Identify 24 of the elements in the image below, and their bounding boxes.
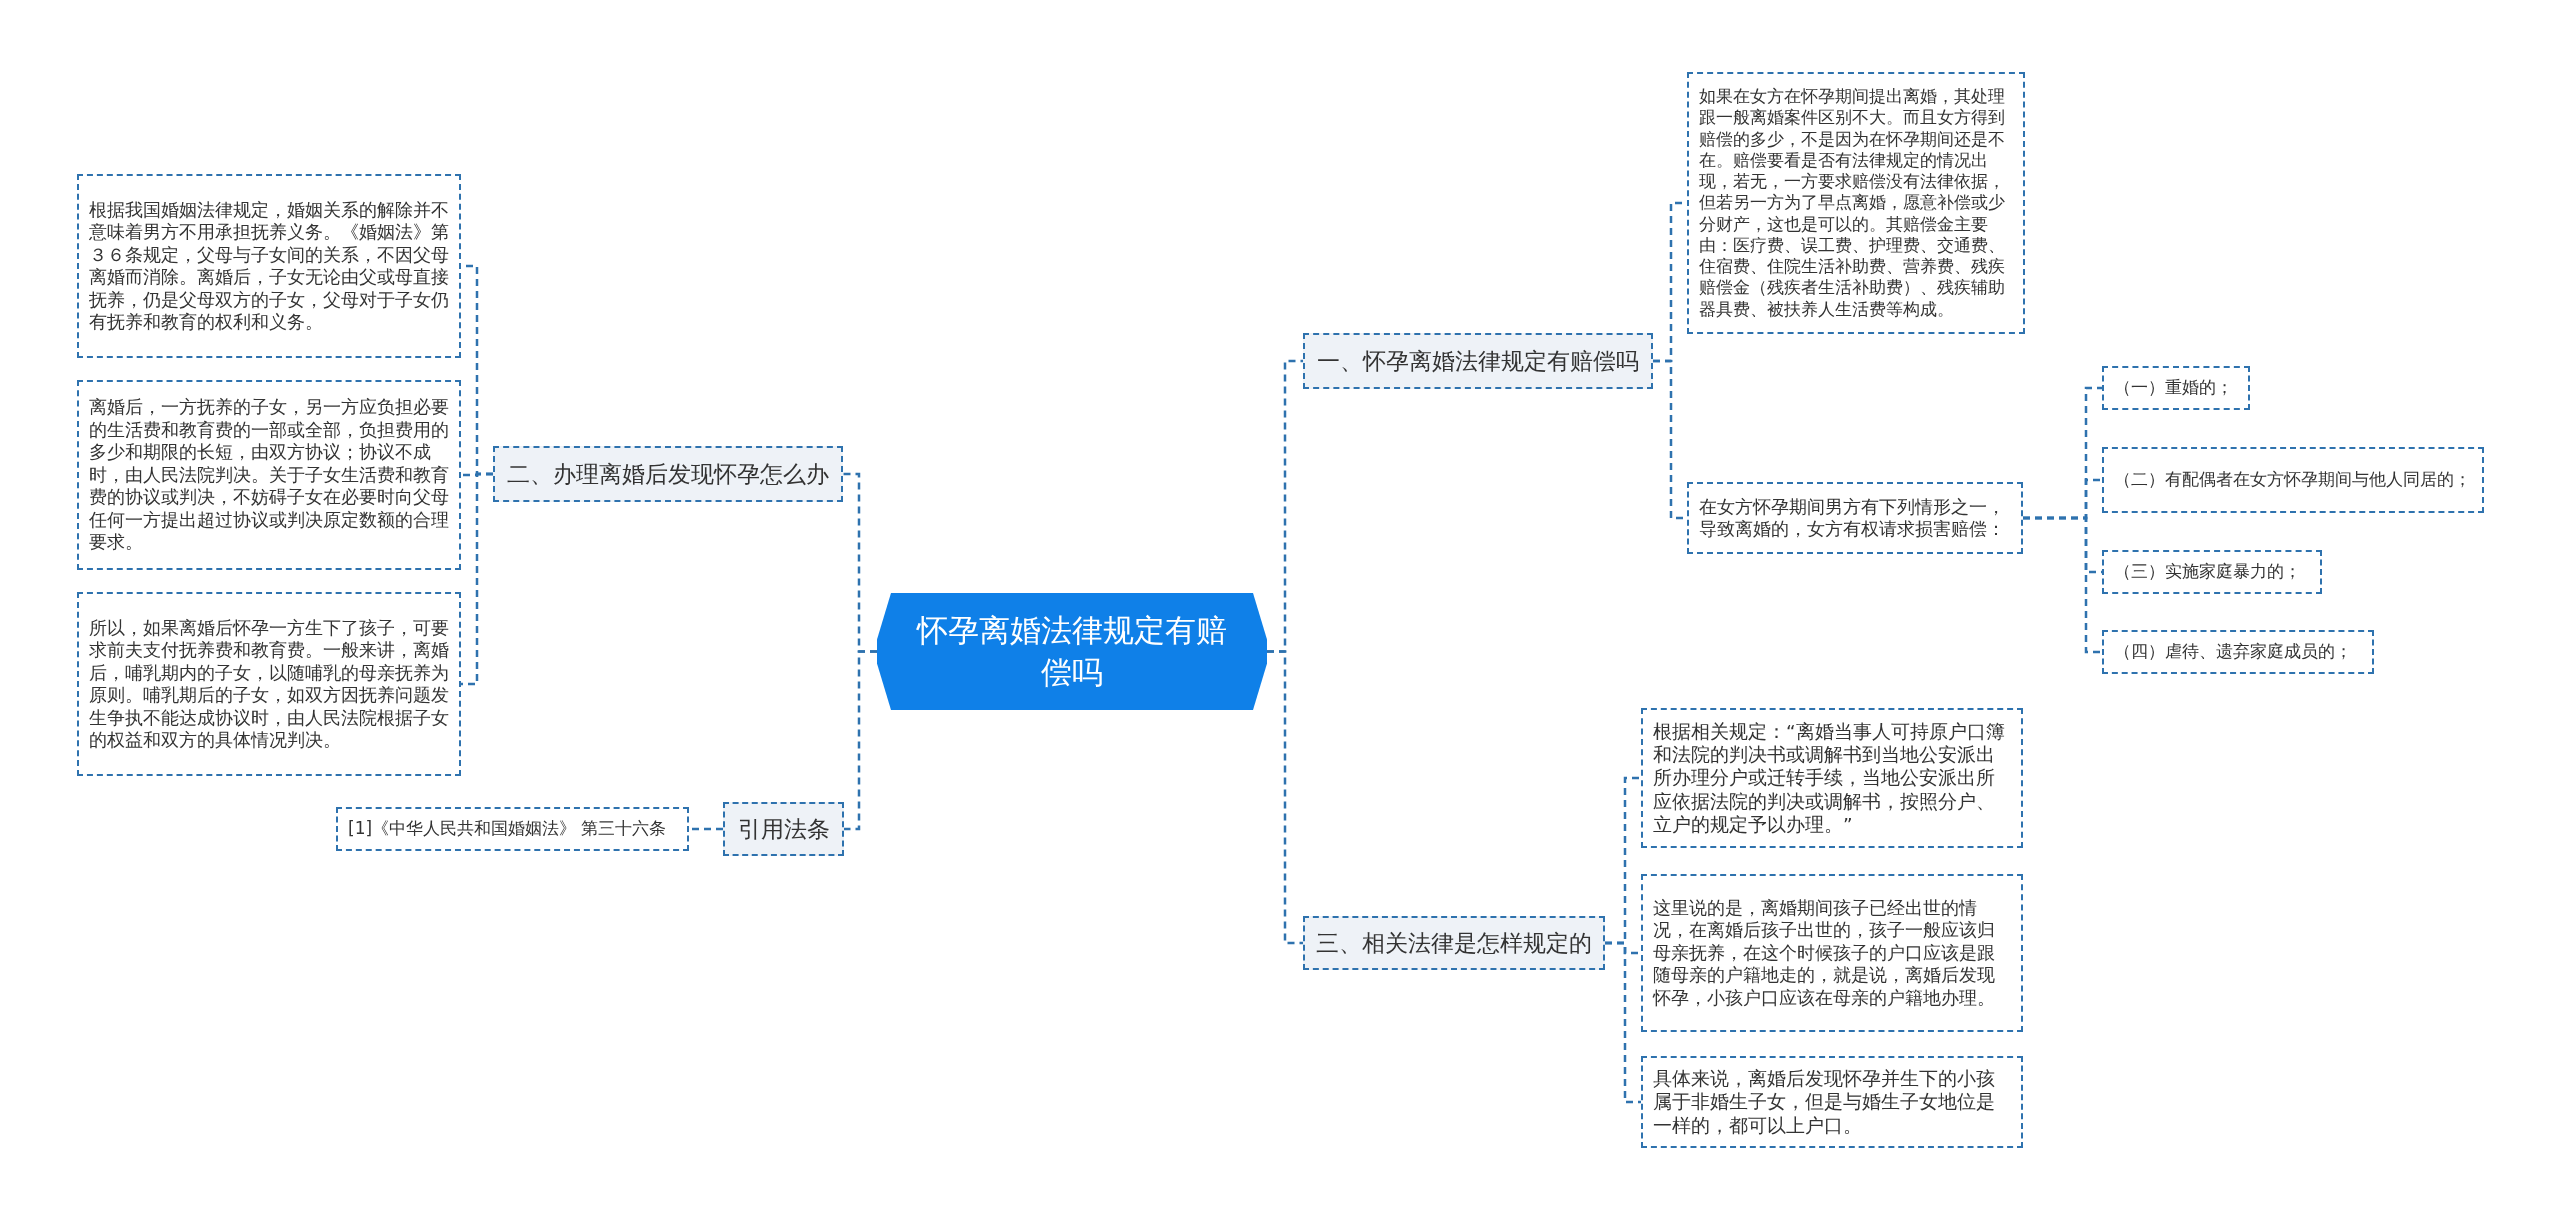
note-box: [1]《中华人民共和国婚姻法》 第三十六条: [336, 807, 689, 851]
connector-line: [461, 472, 493, 686]
central-topic: 怀孕离婚法律规定有赔偿吗: [877, 593, 1267, 710]
note-box: （二）有配偶者在女方怀孕期间与他人同居的；: [2102, 447, 2484, 513]
note-box: 这里说的是，离婚期间孩子已经出世的情况，在离婚后孩子出世的，孩子一般应该归母亲抚养，在这个时候孩子的户口应该是跟随母亲的户籍地走的，就是说，离婚后发现怀孕，小孩户口应该在母亲的户籍地办理。: [1641, 874, 2023, 1032]
topic-box: 引用法条: [723, 802, 844, 856]
note-box: 所以，如果离婚后怀孕一方生下了孩子，可要求前夫支付抚养费和教育费。一般来讲，离婚后，哺乳期内的子女，以随哺乳的母亲抚养为原则。哺乳期后的子女，如双方因抚养问题发生争执不能达成协议时，由人民法院根据子女的权益和双方的具体情况判决。: [77, 592, 461, 776]
note-box: 如果在女方在怀孕期间提出离婚，其处理跟一般离婚案件区别不大。而且女方得到赔偿的多少，不是因为在怀孕期间还是不在。赔偿要看是否有法律规定的情况出现，若无，一方要求赔偿没有法律依据，但若另一方为了早点离婚，愿意补偿或少分财产，这也是可以的。其赔偿金主要由：医疗费、误工费、护理费、交通费、住宿费、住院生活补助费、营养费、残疾赔偿金（残疾者生活补助费）、残疾辅助器具费、被扶养人生活费等构成。: [1687, 72, 2025, 334]
connector-line: [689, 827, 723, 831]
connector-line: [1267, 650, 1303, 945]
note-box: 具体来说，离婚后发现怀孕并生下的小孩属于非婚生子女，但是与婚生子女地位是一样的，都可以上户口。: [1641, 1056, 2023, 1148]
connector-line: [1605, 941, 1641, 1104]
note-box: 离婚后，一方抚养的子女，另一方应负担必要的生活费和教育费的一部或全部，负担费用的多少和期限的长短，由双方协议；协议不成时，由人民法院判决。关于子女生活费和教育费的协议或判决，不妨碍子女在必要时向父母任何一方提出超过协议或判决原定数额的合理要求。: [77, 380, 461, 570]
note-box: 在女方怀孕期间男方有下列情形之一，导致离婚的，女方有权请求损害赔偿：: [1687, 482, 2023, 554]
topic-box: 一、怀孕离婚法律规定有赔偿吗: [1303, 333, 1653, 389]
note-box: 根据我国婚姻法律规定，婚姻关系的解除并不意味着男方不用承担抚养义务。《婚姻法》第３６条规定，父母与子女间的关系，不因父母离婚而消除。离婚后，子女无论由父或母直接抚养，仍是父母双方的子女，父母对于子女仍有抚养和教育的权利和义务。: [77, 174, 461, 358]
connector-line: [2023, 516, 2102, 654]
note-box: （四）虐待、遗弃家庭成员的；: [2102, 630, 2374, 674]
topic-box: 二、办理离婚后发现怀孕怎么办: [493, 446, 843, 502]
note-box: （三）实施家庭暴力的；: [2102, 550, 2322, 594]
note-box: 根据相关规定：“离婚当事人可持原户口簿和法院的判决书或调解书到当地公安派出所办理分户或迁转手续，当地公安派出所应依据法院的判决或调解书，按照分户、立户的规定予以办理。”: [1641, 708, 2023, 848]
note-box: （一）重婚的；: [2102, 366, 2250, 410]
connector-line: [844, 650, 877, 831]
topic-box: 三、相关法律是怎样规定的: [1303, 916, 1605, 970]
